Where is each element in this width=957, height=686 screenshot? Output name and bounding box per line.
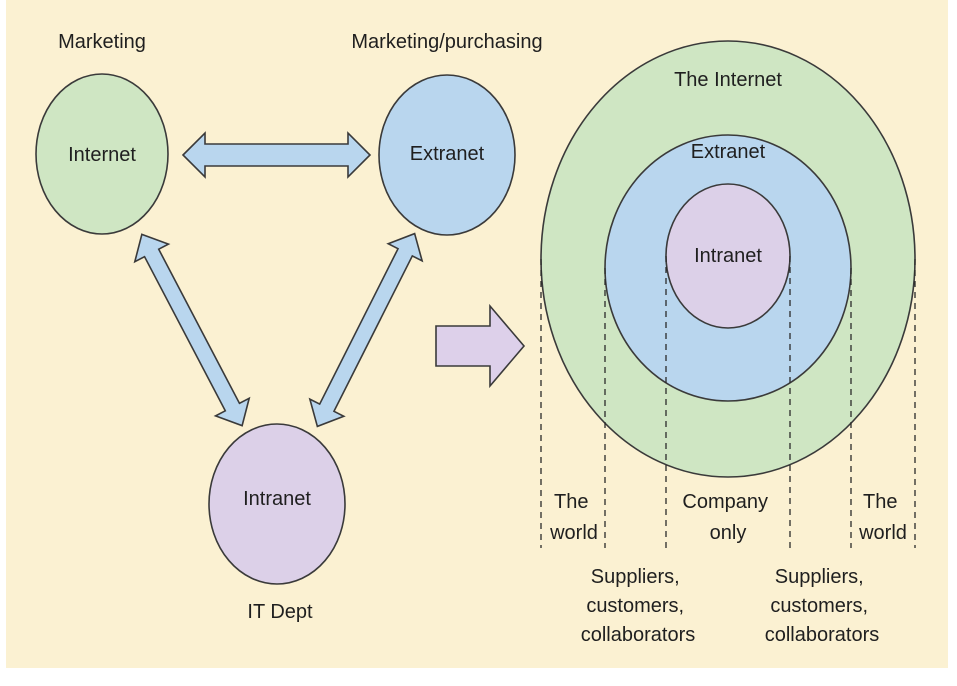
intranet-label: Intranet <box>243 488 311 510</box>
extranet-ring-label: Extranet <box>691 141 766 163</box>
left-network: Internet Marketing Extranet Marketing/pu… <box>35 31 543 623</box>
extranet-circle <box>378 74 516 236</box>
company-only-label: Company only <box>682 491 773 544</box>
transition-arrow <box>435 303 526 389</box>
world-left-label: The world <box>549 491 598 544</box>
internet-intranet-arrow <box>133 233 251 427</box>
internet-caption: Marketing <box>58 31 146 53</box>
internet-ring-label: The Internet <box>674 69 782 91</box>
extranet-intranet-arrow <box>308 232 424 428</box>
intranet-circle <box>208 423 346 585</box>
internet-circle <box>35 73 169 235</box>
partners-right-label: Suppliers, customers, collaborators <box>765 566 880 646</box>
intranet-caption: IT Dept <box>247 601 313 623</box>
intranet-core-label: Intranet <box>694 245 762 267</box>
partners-left-label: Suppliers, customers, collaborators <box>581 566 696 646</box>
extranet-caption: Marketing/purchasing <box>351 31 542 53</box>
internet-extranet-arrow <box>181 131 372 179</box>
world-right-label: The world <box>858 491 907 544</box>
internet-label: Internet <box>68 144 136 166</box>
nested-network: The Internet Extranet Intranet The world… <box>540 40 916 646</box>
extranet-label: Extranet <box>410 143 485 165</box>
